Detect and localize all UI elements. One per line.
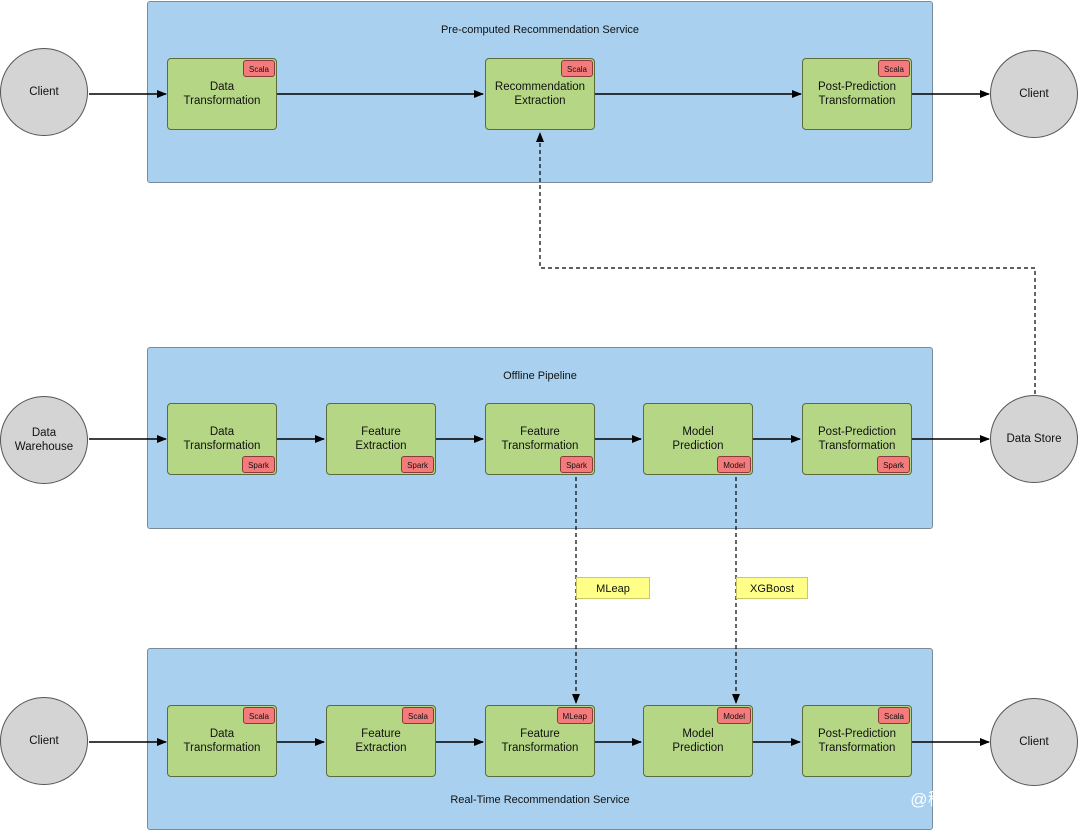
precomputed-recommendation-extraction: Recommendation Extraction Scala	[485, 58, 595, 130]
client-node-bottom-left: Client	[0, 697, 88, 785]
step-label: Data Transformation	[183, 728, 261, 754]
realtime-data-transformation: Data Transformation Scala	[167, 705, 277, 777]
step-label: Feature Extraction	[355, 426, 407, 452]
offline-data-transformation: Data Transformation Spark	[167, 403, 277, 475]
client-label: Client	[29, 735, 59, 747]
offline-model-prediction: Model Prediction Model	[643, 403, 753, 475]
tech-tag: Scala	[877, 60, 910, 77]
tech-tag: Spark	[242, 456, 275, 473]
client-label: Client	[1019, 736, 1049, 748]
edge-datastore-to-rec-extraction	[536, 132, 1036, 394]
offline-panel-title: Offline Pipeline	[503, 370, 577, 382]
tech-tag: Scala	[242, 60, 275, 77]
xgboost-note: XGBoost	[736, 577, 808, 599]
offline-post-prediction-transformation: Post-Prediction Transformation Spark	[802, 403, 912, 475]
client-node-top-right: Client	[990, 50, 1078, 138]
tech-tag: Scala	[242, 707, 275, 724]
step-label: Feature Transformation	[501, 728, 579, 754]
step-label: Feature Transformation	[501, 426, 579, 452]
data-warehouse-node: Data Warehouse	[0, 396, 88, 484]
step-label: Model Prediction	[672, 426, 724, 452]
tech-tag: Scala	[401, 707, 434, 724]
client-node-bottom-right: Client	[990, 698, 1078, 786]
realtime-feature-extraction: Feature Extraction Scala	[326, 705, 436, 777]
tech-tag: Scala	[560, 60, 593, 77]
step-label: Recommendation Extraction	[494, 81, 586, 107]
step-label: Model Prediction	[672, 728, 724, 754]
tech-tag: Spark	[401, 456, 434, 473]
client-label: Client	[29, 86, 59, 98]
client-node-top-left: Client	[0, 48, 88, 136]
offline-feature-extraction: Feature Extraction Spark	[326, 403, 436, 475]
tech-tag: Model	[717, 456, 751, 473]
realtime-feature-transformation: Feature Transformation MLeap	[485, 705, 595, 777]
offline-feature-transformation: Feature Transformation Spark	[485, 403, 595, 475]
tech-tag: Spark	[560, 456, 593, 473]
step-label: Post-Prediction Transformation	[818, 81, 896, 107]
data-store-node: Data Store	[990, 395, 1078, 483]
step-label: Post-Prediction Transformation	[818, 728, 896, 754]
step-label: Data Transformation	[183, 81, 261, 107]
step-label: Data Transformation	[183, 426, 261, 452]
client-label: Client	[1019, 88, 1049, 100]
data-store-label: Data Store	[1006, 433, 1062, 445]
precomputed-post-prediction-transformation: Post-Prediction Transformation Scala	[802, 58, 912, 130]
data-warehouse-label: Data Warehouse	[14, 427, 74, 453]
realtime-post-prediction-transformation: Post-Prediction Transformation Scala	[802, 705, 912, 777]
step-label: Post-Prediction Transformation	[818, 426, 896, 452]
realtime-panel-title: Real-Time Recommendation Service	[450, 794, 630, 806]
mleap-note: MLeap	[576, 577, 650, 599]
precomputed-panel-title: Pre-computed Recommendation Service	[440, 24, 640, 36]
tech-tag: Model	[717, 707, 751, 724]
watermark: @稀土掘金技术社区	[910, 790, 1068, 809]
tech-tag: Scala	[877, 707, 910, 724]
precomputed-data-transformation: Data Transformation Scala	[167, 58, 277, 130]
realtime-model-prediction: Model Prediction Model	[643, 705, 753, 777]
step-label: Feature Extraction	[355, 728, 407, 754]
tech-tag: Spark	[877, 456, 910, 473]
tech-tag: MLeap	[556, 707, 593, 724]
